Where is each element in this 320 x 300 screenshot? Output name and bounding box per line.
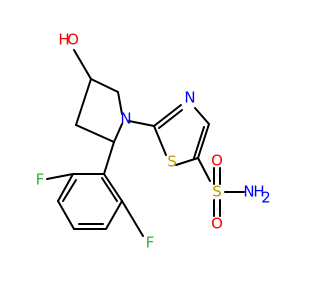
molecule-structure: H O N N S S O O N H 2 F F <box>36 31 271 252</box>
bond-c5-sulfonyl-s <box>197 157 211 182</box>
atom-labels: H O N N S S O O N H 2 F F <box>36 31 271 252</box>
bond-thiazole-c5-s1 <box>175 157 199 166</box>
pyrrolidine-nitrogen-label: N <box>120 110 131 128</box>
bond-aryl-f-bottom <box>121 200 144 237</box>
bond-benzene-2 <box>57 173 74 202</box>
bond-aryl-f-top <box>46 173 74 180</box>
structure-canvas: H O N N S S O O N H 2 F F <box>35 30 271 252</box>
bond-lines <box>46 49 245 237</box>
bond-thiazole-c4-c5 <box>197 123 210 159</box>
bond-c3-c2 <box>75 124 115 143</box>
bond-thiazole-c2-n3-double <box>158 109 183 129</box>
bond-c2-n1 <box>113 123 123 143</box>
hydroxyl-oxygen-label: O <box>67 31 79 49</box>
bond-benzene-inner-3 <box>101 177 118 202</box>
bond-n1-c2thiazole <box>128 120 155 127</box>
amide-hydrogen-label: H <box>253 183 264 201</box>
sulfonyl-oxygen-top-label: O <box>211 152 223 170</box>
fluorine-bottom-label: F <box>146 234 155 252</box>
bond-thiazole-c4-c5-double <box>193 126 205 159</box>
bond-oh-c4 <box>73 49 92 80</box>
thiazole-sulfur-label: S <box>167 153 177 171</box>
bond-benzene-inner-1 <box>62 179 77 202</box>
bond-benzene-6 <box>103 173 123 202</box>
hydroxyl-hydrogen-label: H <box>58 31 69 49</box>
bond-thiazole-c2-n3 <box>153 104 182 127</box>
amide-hydrogen-count-label: 2 <box>261 189 271 207</box>
bond-c4-c3 <box>75 78 92 126</box>
bond-benzene-5 <box>105 200 123 230</box>
bond-pyrrolidine-aryl <box>103 141 115 175</box>
sulfonyl-sulfur-label: S <box>212 183 222 201</box>
bond-benzene-3 <box>57 200 75 230</box>
sulfonyl-oxygen-bottom-label: O <box>211 215 223 233</box>
amide-nitrogen-label: N <box>243 183 254 201</box>
thiazole-nitrogen-label: N <box>184 89 195 107</box>
bond-c5-n1 <box>117 91 123 115</box>
bond-thiazole-n3-c4 <box>194 107 210 125</box>
bond-thiazole-s1-c2 <box>153 125 167 156</box>
fluorine-top-label: F <box>36 171 45 189</box>
bond-c4-c5 <box>90 78 119 93</box>
